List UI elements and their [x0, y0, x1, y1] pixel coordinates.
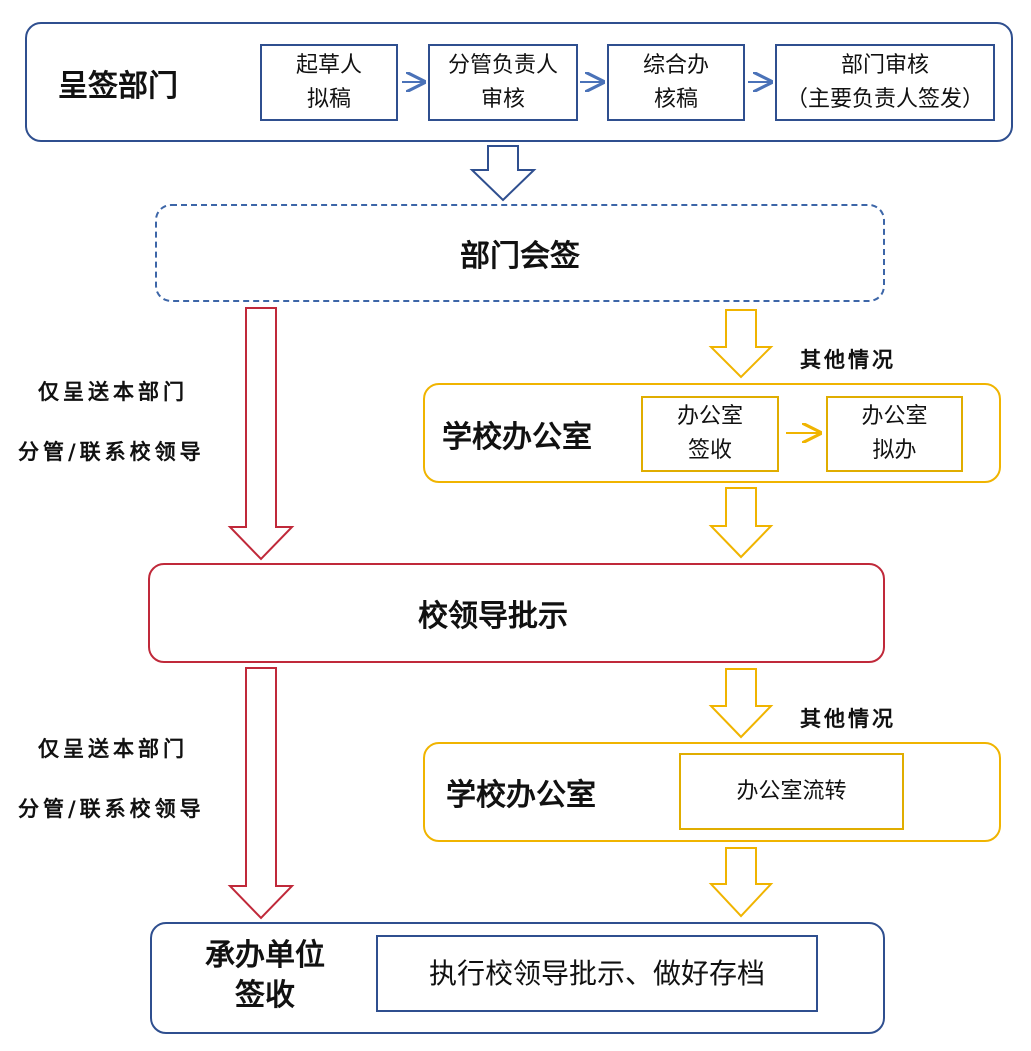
step-dept-review-line2: （主要负责人签发） — [785, 86, 984, 112]
step-supervisor-line2: 审核 — [480, 86, 525, 112]
sign-dept-title: 呈签部门 — [58, 69, 178, 104]
office-transfer-box: 办公室流转 — [679, 753, 904, 830]
left-note-2-line2: 分管/联系校领导 — [18, 796, 205, 821]
leader-approval-panel — [148, 563, 885, 663]
down-arrow-gold-3 — [708, 668, 774, 739]
down-arrow-red-1 — [227, 307, 295, 561]
down-arrow-gold-4 — [708, 847, 774, 918]
down-arrow-gold-2 — [708, 487, 774, 559]
other-case-label-1: 其他情况 — [800, 347, 896, 372]
undertaker-title-line2: 签收 — [235, 978, 295, 1013]
school-office-title-1: 学校办公室 — [442, 420, 592, 455]
step-general-office-line1: 综合办 — [642, 52, 709, 78]
sign-dept-panel — [25, 22, 1013, 142]
office-draft-box: 办公室 拟办 — [826, 396, 963, 472]
step-general-office: 综合办 核稿 — [607, 44, 745, 121]
down-arrow-blue — [469, 145, 537, 202]
school-office-panel-2 — [423, 742, 1001, 842]
down-arrow-red-2 — [227, 667, 295, 920]
office-receive-line1: 办公室 — [676, 404, 743, 429]
office-receive-box: 办公室 签收 — [641, 396, 779, 472]
undertaker-title: 承办单位 签收 — [185, 936, 345, 1016]
step-dept-review: 部门审核 （主要负责人签发） — [775, 44, 995, 121]
step-drafter: 起草人 拟稿 — [260, 44, 398, 121]
step-supervisor-review: 分管负责人 审核 — [428, 44, 578, 121]
undertaker-action-label: 执行校领导批示、做好存档 — [428, 956, 765, 990]
office-draft-line1: 办公室 — [861, 404, 928, 429]
left-note-1-line1: 仅呈送本部门 — [38, 379, 188, 404]
school-office-panel-1 — [423, 383, 1001, 483]
joint-sign-title: 部门会签 — [460, 239, 580, 274]
school-office-title-2: 学校办公室 — [446, 778, 596, 813]
undertaker-action-box: 执行校领导批示、做好存档 — [376, 935, 818, 1012]
left-note-2-line1: 仅呈送本部门 — [38, 736, 188, 761]
down-arrow-gold-1 — [708, 309, 774, 379]
joint-sign-panel — [155, 204, 885, 302]
step-supervisor-line1: 分管负责人 — [447, 52, 558, 78]
other-case-label-2: 其他情况 — [800, 706, 896, 731]
office-transfer-label: 办公室流转 — [736, 778, 847, 804]
step-general-office-line2: 核稿 — [653, 86, 698, 112]
office-draft-line2: 拟办 — [872, 438, 917, 463]
step-drafter-line2: 拟稿 — [306, 86, 351, 112]
undertaker-panel — [150, 922, 885, 1034]
office-receive-line2: 签收 — [687, 438, 732, 463]
step-drafter-line1: 起草人 — [295, 52, 362, 78]
step-dept-review-line1: 部门审核 — [840, 52, 929, 78]
left-note-1-line2: 分管/联系校领导 — [18, 439, 205, 464]
undertaker-title-line1: 承办单位 — [205, 938, 325, 973]
leader-approval-title: 校领导批示 — [418, 599, 568, 634]
